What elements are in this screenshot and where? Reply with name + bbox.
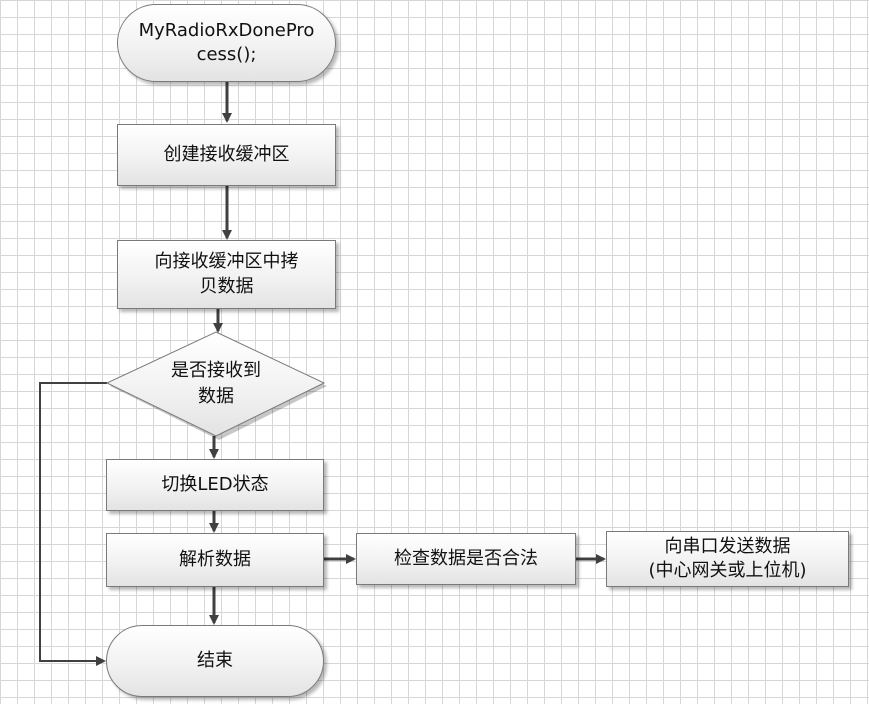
process-check-valid: 检查数据是否合法: [356, 533, 576, 585]
end-terminal-label: 结束: [197, 649, 233, 671]
decision-label: 是否接收到 数据: [171, 359, 261, 407]
decision-diamond: [105, 331, 327, 440]
process-send-serial: 向串口发送数据 (中心网关或上位机): [606, 531, 849, 587]
process-toggle-led: 切换LED状态: [106, 459, 324, 511]
process-parse-data: 解析数据: [106, 533, 324, 587]
end-terminal: 结束: [106, 625, 324, 697]
process-create-buffer-label: 创建接收缓冲区: [163, 143, 290, 165]
start-terminal-label: MyRadioRxDonePro cess();: [138, 19, 315, 65]
start-terminal: MyRadioRxDonePro cess();: [117, 4, 336, 82]
process-toggle-led-label: 切换LED状态: [161, 473, 269, 495]
process-check-valid-label: 检查数据是否合法: [394, 547, 538, 569]
process-copy-data-label: 向接收缓冲区中拷 贝数据: [154, 251, 299, 297]
process-copy-data: 向接收缓冲区中拷 贝数据: [117, 240, 336, 309]
process-parse-data-label: 解析数据: [179, 548, 251, 570]
arrow-decision-no-to-end: [39, 382, 107, 666]
process-create-buffer: 创建接收缓冲区: [117, 124, 336, 186]
process-send-serial-label: 向串口发送数据 (中心网关或上位机): [648, 535, 807, 581]
